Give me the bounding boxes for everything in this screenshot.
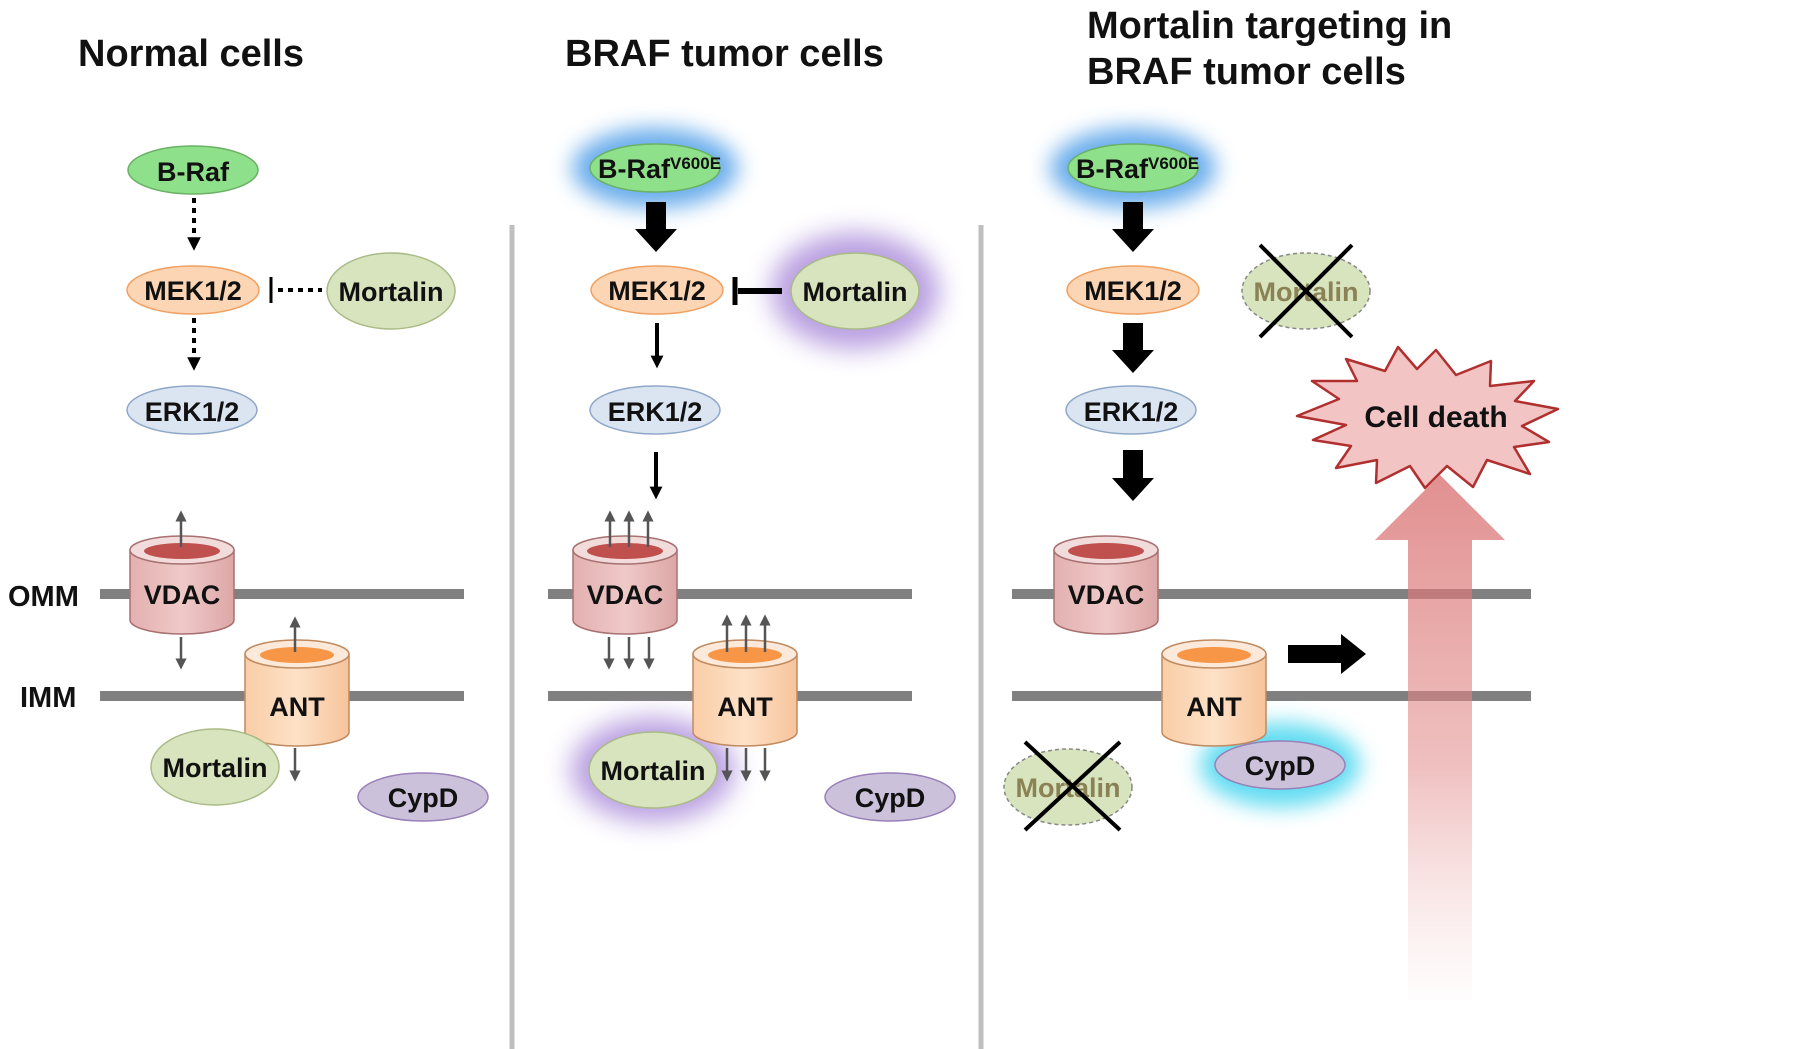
erk-node: ERK1/2 [1065, 385, 1197, 435]
braf-to-mek-strong-arrow [1112, 202, 1154, 252]
panel-mortalin-targeting: B-RafV600E MEK1/2 ERK1/2 Mortalin Cell d… [1003, 128, 1560, 1000]
vdac-label: VDAC [144, 580, 221, 610]
erk-node: ERK1/2 [126, 385, 258, 435]
cypd-label: CypD [388, 783, 459, 813]
omm-label: OMM [8, 581, 79, 613]
mortalin-node-cytosolic: Mortalin [326, 252, 456, 330]
braf-mutant-label: B-RafV600E [1076, 154, 1199, 184]
ant-efflux-arrows [721, 614, 771, 652]
mek-node: MEK1/2 [590, 265, 724, 315]
mek-label: MEK1/2 [144, 276, 242, 306]
ant-label: ANT [1186, 692, 1242, 722]
mortalin-label: Mortalin [163, 753, 268, 783]
imm-label: IMM [20, 682, 76, 714]
vdac-channel: VDAC [1053, 535, 1159, 635]
cell-death-burst: Cell death [1295, 345, 1560, 490]
erk-to-vdac-strong-arrow [1112, 450, 1154, 501]
vdac-channel: VDAC [572, 535, 678, 635]
ant-channel: ANT [244, 639, 350, 747]
mortalin-knockdown-mitochondrial: Mortalin [1003, 740, 1133, 832]
erk-label: ERK1/2 [145, 397, 240, 427]
panel-title-targeting-line2: BRAF tumor cells [1087, 51, 1406, 93]
cypd-label: CypD [1245, 751, 1316, 781]
mortalin-node-cytosolic: Mortalin [790, 252, 920, 330]
panel-normal: B-Raf MEK1/2 ERK1/2 Mortalin VDAC [126, 145, 489, 822]
cypd-label: CypD [855, 783, 926, 813]
braf-mutant-node: B-RafV600E [1067, 143, 1199, 193]
mortalin-label: Mortalin [339, 277, 444, 307]
braf-to-mek-strong-arrow [635, 202, 677, 252]
mortalin-weak-inhibition [269, 277, 322, 303]
erk-label: ERK1/2 [1084, 397, 1179, 427]
mek-label: MEK1/2 [608, 276, 706, 306]
mek-to-erk-strong-arrow [1112, 323, 1154, 373]
cypd-node: CypD [1214, 740, 1346, 790]
cell-death-arrow [1375, 475, 1505, 1000]
vdac-label: VDAC [1068, 580, 1145, 610]
vdac-label: VDAC [587, 580, 664, 610]
pore-to-death-arrow [1288, 634, 1366, 674]
braf-mutant-label: B-RafV600E [598, 154, 721, 184]
cypd-node: CypD [824, 772, 956, 822]
mortalin-label: Mortalin [601, 756, 706, 786]
panel-braf-tumor: B-RafV600E MEK1/2 ERK1/2 Mortalin VDAC [571, 128, 956, 822]
mortalin-label: Mortalin [803, 277, 908, 307]
erk-label: ERK1/2 [608, 397, 703, 427]
erk-node: ERK1/2 [589, 385, 721, 435]
braf-node: B-Raf [127, 145, 259, 195]
cell-death-label: Cell death [1364, 401, 1507, 434]
ant-influx-arrows [721, 748, 771, 782]
mek-label: MEK1/2 [1084, 276, 1182, 306]
vdac-channel: VDAC [129, 535, 235, 635]
mortalin-knockdown-cytosolic: Mortalin [1241, 243, 1371, 339]
mek-node: MEK1/2 [126, 265, 260, 315]
braf-mutant-node: B-RafV600E [589, 143, 721, 193]
panel-title-braf: BRAF tumor cells [565, 33, 884, 75]
mortalin-node-mitochondrial: Mortalin [588, 731, 718, 809]
ant-label: ANT [269, 692, 325, 722]
ant-label: ANT [717, 692, 773, 722]
ant-channel: ANT [1161, 639, 1267, 747]
cypd-node: CypD [357, 772, 489, 822]
vdac-influx-arrows [603, 637, 655, 670]
braf-label: B-Raf [157, 157, 230, 187]
ant-channel: ANT [692, 639, 798, 747]
mek-node: MEK1/2 [1066, 265, 1200, 315]
vdac-efflux-arrows [604, 510, 654, 547]
mortalin-node-mitochondrial: Mortalin [150, 728, 280, 806]
panel-title-normal: Normal cells [78, 33, 304, 75]
panel-title-targeting-line1: Mortalin targeting in [1087, 5, 1452, 47]
mortalin-strong-inhibition [732, 277, 782, 305]
